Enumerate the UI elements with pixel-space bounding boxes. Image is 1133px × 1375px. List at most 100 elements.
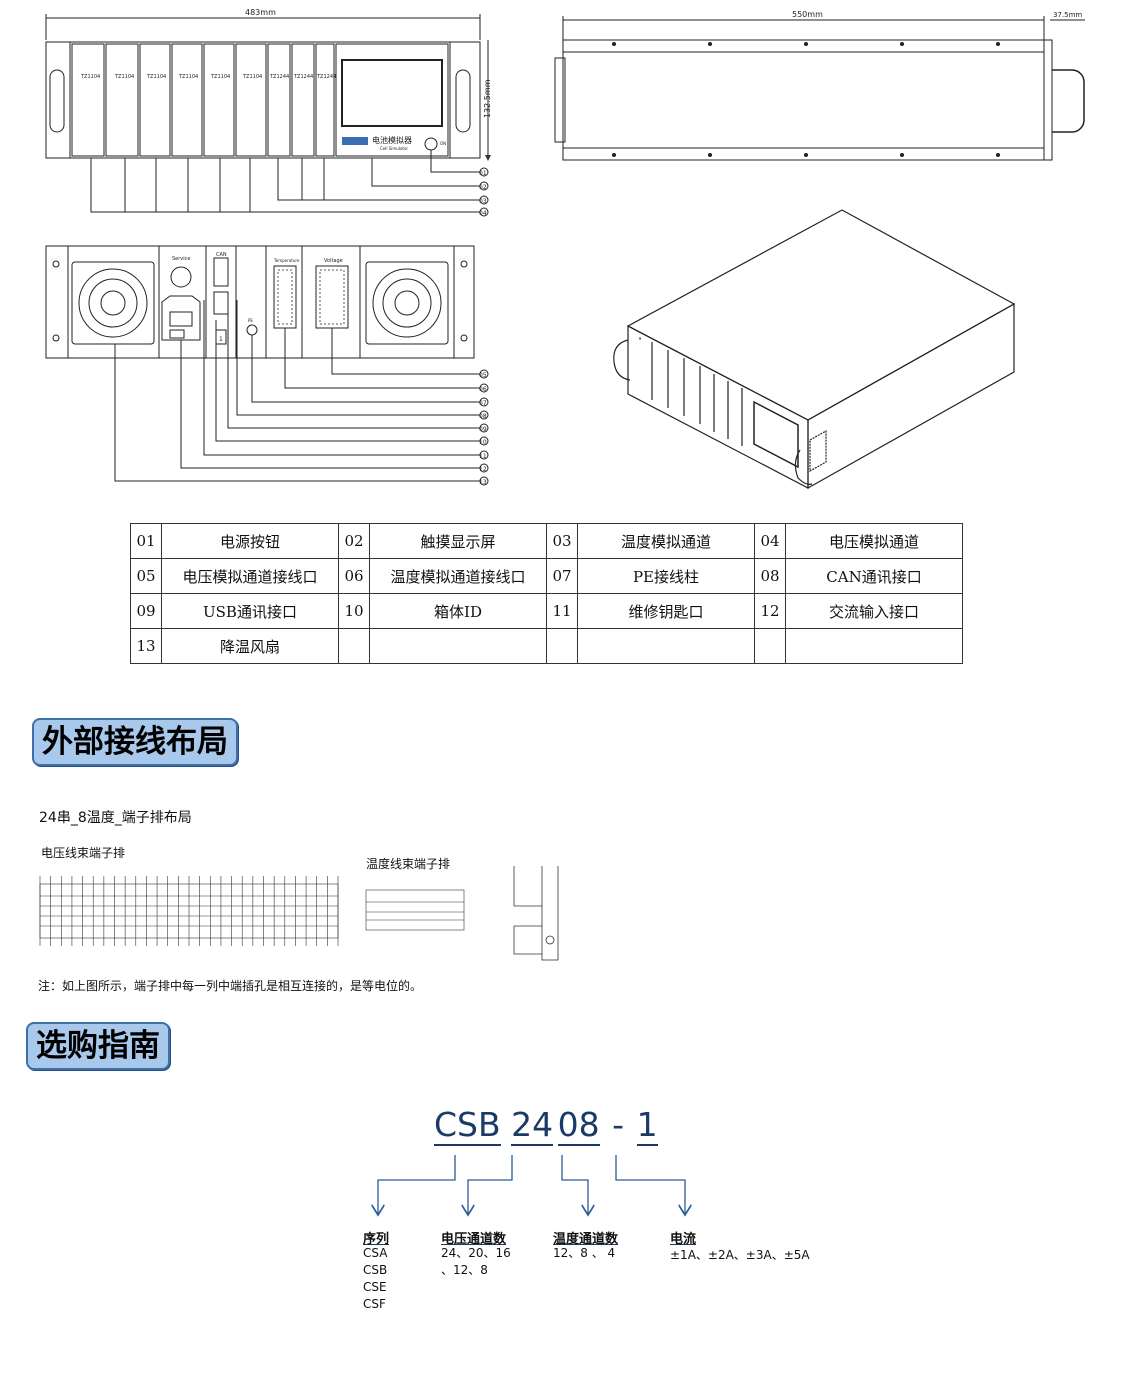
id-label: 1 — [219, 336, 223, 343]
voltage-values: 24、20、16 、12、8 — [441, 1245, 511, 1279]
callout: 10 — [479, 439, 487, 446]
callout: 09 — [479, 426, 487, 433]
rear-grids — [277, 269, 345, 325]
part-name: 触摸显示屏 — [369, 523, 547, 559]
brand-logo — [342, 137, 368, 145]
pe-label: PE — [248, 318, 253, 323]
series-label: 序列 — [363, 1232, 390, 1247]
part-name: PE接线柱 — [577, 558, 755, 594]
module-label: TZ1104 — [178, 74, 198, 80]
brand-cn: 电池模拟器 — [372, 135, 412, 145]
current-label: 电流 — [670, 1232, 697, 1247]
part-number: 08 — [754, 558, 786, 594]
series-list: CSA CSB CSE CSF — [363, 1245, 387, 1313]
part-name: 温度模拟通道 — [577, 523, 755, 559]
part-number: 06 — [338, 558, 370, 594]
part-number: 05 — [130, 558, 162, 594]
layout-note: 注：如上图所示，端子排中每一列中端插孔是相互连接的，是等电位的。 — [38, 979, 423, 993]
part-name: USB通讯接口 — [161, 593, 339, 629]
part-name — [785, 628, 963, 664]
part-name: 电源按钮 — [161, 523, 339, 559]
can-label: CAN — [216, 252, 227, 258]
part-number: 13 — [130, 628, 162, 664]
brand-en: Cell Simulator — [380, 146, 408, 151]
part-name: 维修钥匙口 — [577, 593, 755, 629]
voltage-value: 、12、8 — [441, 1263, 488, 1277]
callout: 08 — [479, 413, 487, 420]
model-code: CSB 24 08 - 1 — [434, 1105, 658, 1146]
model-voltage: 24 — [511, 1105, 554, 1146]
model-arrows — [360, 1155, 720, 1225]
callout: 12 — [479, 466, 487, 473]
section-title-wiring: 外部接线布局 — [32, 718, 238, 766]
model-dash: - — [612, 1105, 625, 1144]
callout: 04 — [479, 210, 487, 217]
callout: 03 — [479, 198, 487, 205]
part-number: 02 — [338, 523, 370, 559]
part-number — [338, 628, 370, 664]
part-number: 12 — [754, 593, 786, 629]
part-number: 10 — [338, 593, 370, 629]
rear-view — [45, 245, 489, 486]
side-view — [554, 16, 1085, 161]
part-name: 交流输入接口 — [785, 593, 963, 629]
part-number: 04 — [754, 523, 786, 559]
temp-channels-label: 温度通道数 — [553, 1232, 619, 1247]
isometric-view — [613, 209, 1016, 490]
series-value: CSB — [363, 1263, 388, 1277]
model-temp: 08 — [557, 1105, 600, 1146]
side-length-dim: 550mm — [792, 10, 823, 19]
part-name: 温度模拟通道接线口 — [369, 558, 547, 594]
part-number: 07 — [546, 558, 578, 594]
part-number: 09 — [130, 593, 162, 629]
module-label: TZ1244 — [316, 74, 336, 80]
service-label: Service — [172, 256, 190, 262]
part-name: CAN通讯接口 — [785, 558, 963, 594]
layout-subtitle: 24串_8温度_端子排布局 — [39, 810, 192, 826]
temp-label: Temperature — [273, 258, 300, 263]
front-height-dim: 132.5mm — [483, 79, 492, 118]
module-label: TZ1104 — [210, 74, 230, 80]
callout: 07 — [479, 400, 487, 407]
part-name: 电压模拟通道 — [785, 523, 963, 559]
module-label: TZ1104 — [114, 74, 134, 80]
volt-terminal-block — [39, 876, 339, 946]
part-number: 01 — [130, 523, 162, 559]
module-label: TZ1244 — [293, 74, 313, 80]
model-current: 1 — [636, 1105, 658, 1146]
temp-terminal-block — [365, 889, 465, 931]
series-value: CSE — [363, 1280, 387, 1294]
series-value: CSA — [363, 1246, 388, 1260]
callout: 01 — [479, 170, 487, 177]
model-series: CSB — [434, 1105, 501, 1146]
connector-drawing — [513, 866, 559, 961]
callout: 05 — [479, 372, 487, 379]
part-name: 降温风扇 — [161, 628, 339, 664]
front-view — [45, 14, 491, 217]
front-width-dim: 483mm — [245, 8, 276, 17]
series-value: CSF — [363, 1297, 386, 1311]
part-number: 11 — [546, 593, 578, 629]
module-label: TZ1104 — [80, 74, 100, 80]
part-name — [369, 628, 547, 664]
part-number: 03 — [546, 523, 578, 559]
module-label: TZ1104 — [146, 74, 166, 80]
part-number — [546, 628, 578, 664]
temp-channels-values: 12、8 、 4 — [553, 1246, 616, 1260]
part-name: 箱体ID — [369, 593, 547, 629]
technical-drawings: 483mm 132.5mm TZ1104 TZ1104 TZ1104 TZ110… — [45, 8, 1085, 490]
current-values: ±1A、±2A、±3A、±5A — [670, 1248, 810, 1262]
voltage-value: 24、20、16 — [441, 1246, 511, 1260]
terminal-block-drawings — [39, 866, 559, 961]
section-title-guide: 选购指南 — [26, 1022, 170, 1070]
part-number — [754, 628, 786, 664]
module-label: TZ1104 — [242, 74, 262, 80]
callout: 11 — [479, 453, 487, 460]
callout: 13 — [479, 479, 487, 486]
voltage-label: 电压通道数 — [441, 1232, 507, 1247]
volt-terminal-caption: 电压线束端子排 — [41, 846, 126, 860]
